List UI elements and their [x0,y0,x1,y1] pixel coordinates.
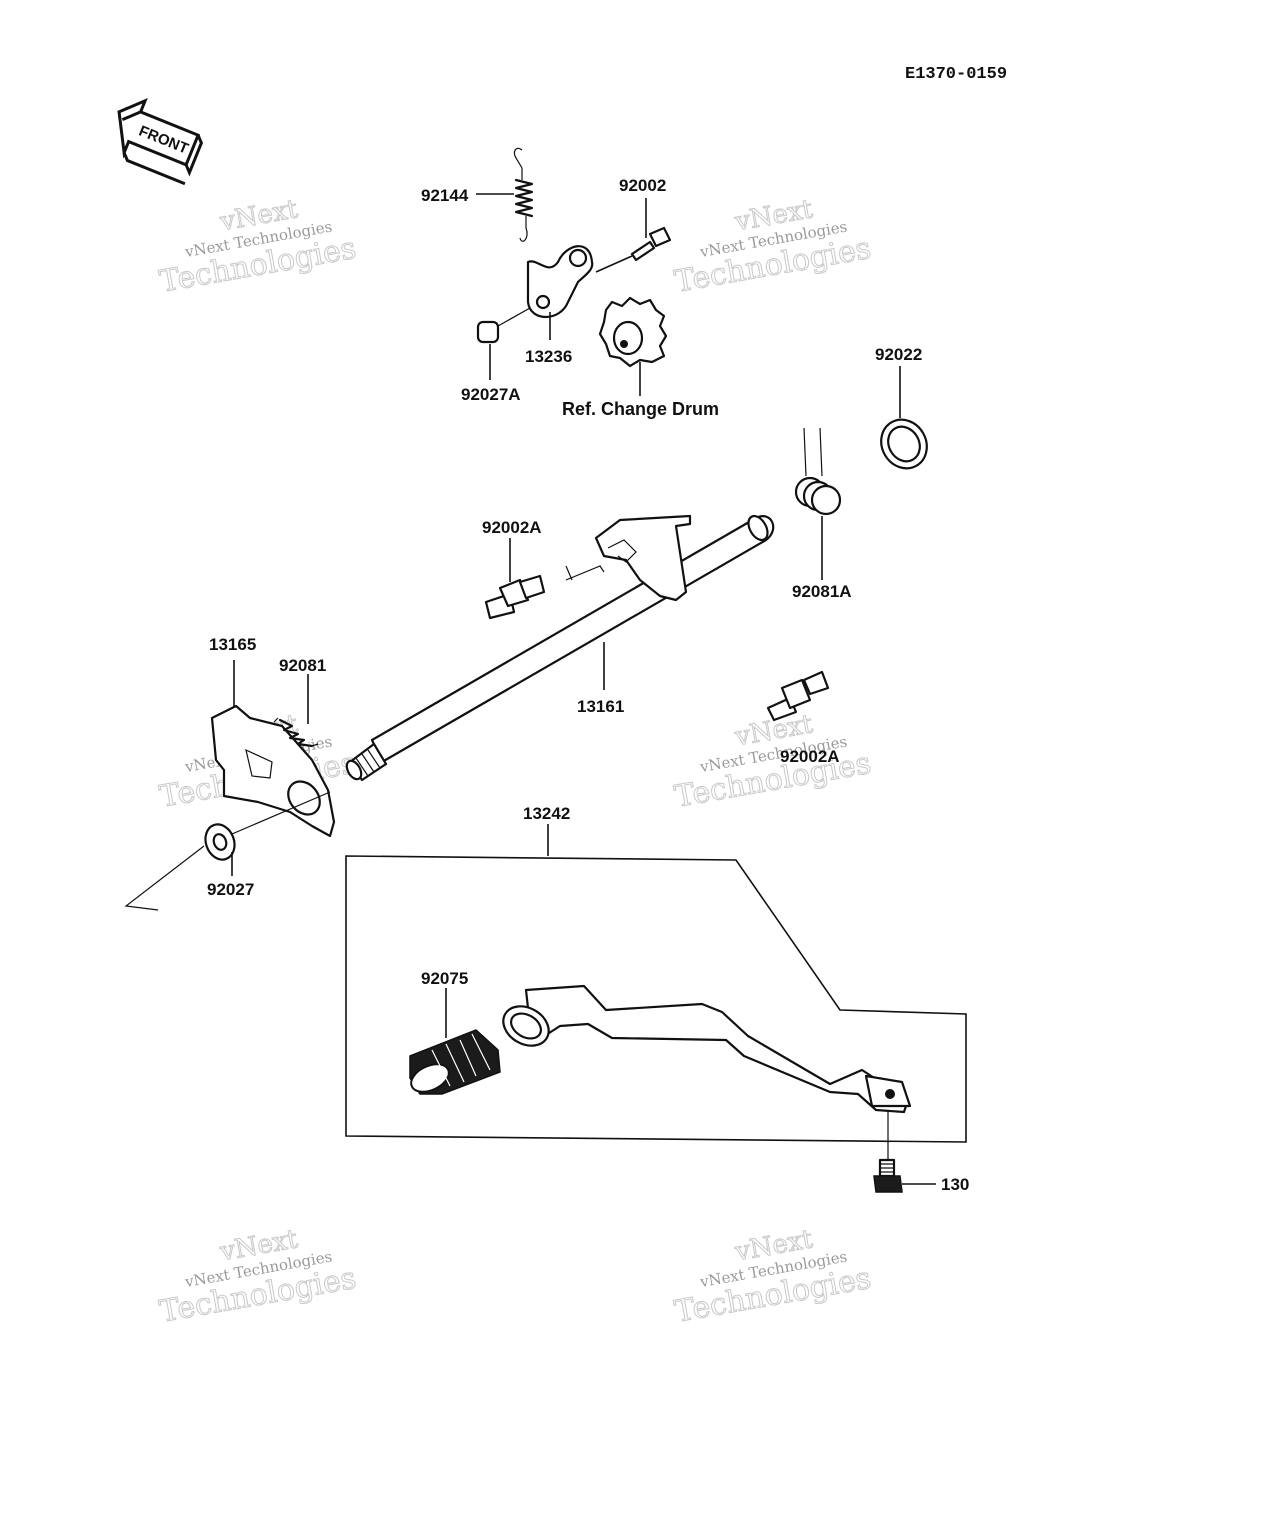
label-ref-change-drum: Ref. Change Drum [562,399,719,419]
label-92002A-top: 92002A [482,518,542,537]
label-92002: 92002 [619,176,666,195]
collar-92027A [476,307,531,344]
front-arrow-icon: FRONT [117,98,204,186]
spring-92081 [273,674,319,748]
spring-92144 [513,147,534,242]
shift-arm-13236 [526,245,594,318]
label-13242: 13242 [523,804,570,823]
axis-line [231,791,331,835]
label-92027A: 92027A [461,385,521,404]
label-92002A-right: 92002A [780,747,840,766]
watermark-mid-right: vNext vNext Technologies Technologies [672,709,875,816]
label-92075: 92075 [421,969,468,988]
label-13165: 13165 [209,635,256,654]
label-92022: 92022 [875,345,922,364]
label-92144: 92144 [421,186,469,205]
watermark-bottom-left: vNext vNext Technologies Technologies [157,1224,360,1331]
shift-pedal [502,984,912,1114]
diagram-code: E1370-0159 [905,65,1007,84]
rubber-92075 [409,988,501,1095]
bolt-130 [873,1110,936,1193]
change-drum [598,296,668,368]
label-13236: 13236 [525,347,572,366]
washer-92022 [880,366,928,470]
bolt-92002A-top [484,538,546,620]
label-92081: 92081 [279,656,326,675]
label-13161: 13161 [577,697,624,716]
bolt-92002 [595,226,672,273]
shift-shaft-13161 [345,514,775,782]
return-spring-92081A [794,427,842,580]
label-92027: 92027 [207,880,254,899]
assembly-box-13242 [345,855,967,1143]
watermark-top-right: vNext vNext Technologies Technologies [672,194,875,301]
washer-92027 [204,823,236,876]
axis-line-left [124,845,205,911]
label-130: 130 [941,1175,969,1194]
label-92081A: 92081A [792,582,852,601]
watermark-top-left: vNext vNext Technologies Technologies [157,194,360,301]
bolt-92002A-right [766,670,830,722]
watermark-bottom-right: vNext vNext Technologies Technologies [672,1224,875,1331]
